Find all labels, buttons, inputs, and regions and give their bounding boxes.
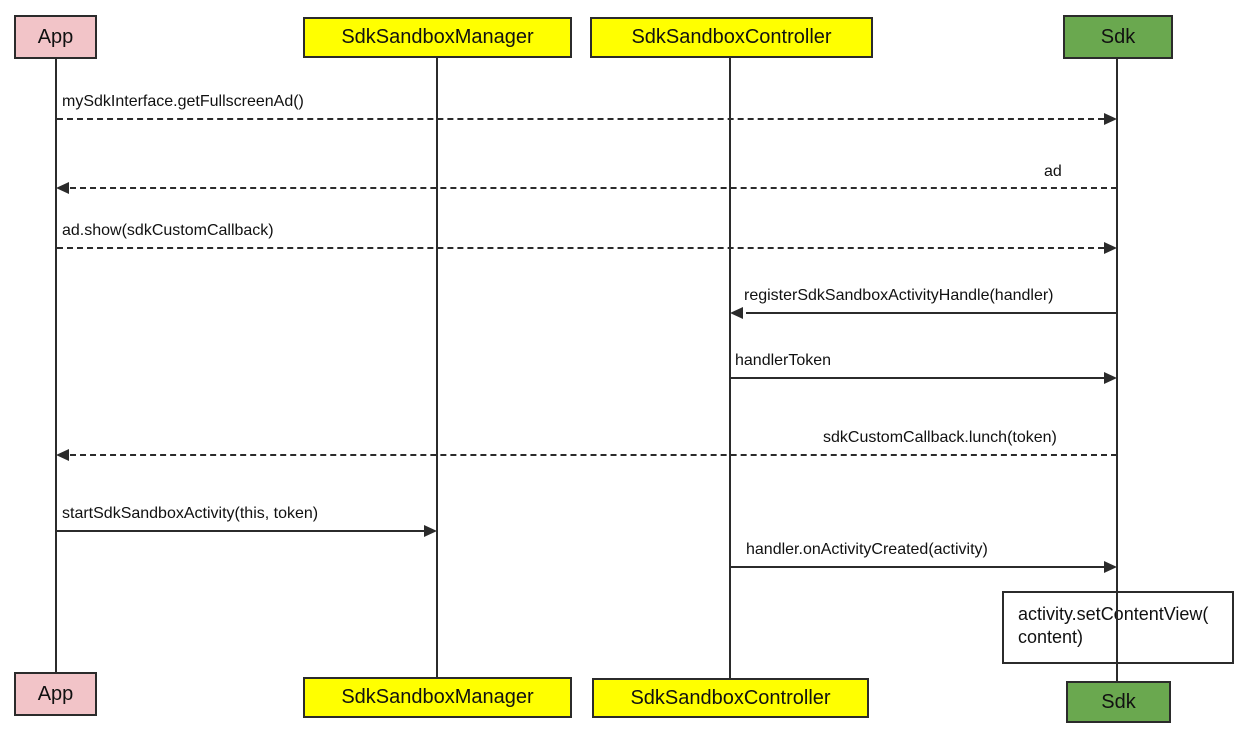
lifeline-sdksandboxmanager [436,58,438,677]
arrowhead-right-icon [1104,561,1117,573]
actor-box-sdk-top: Sdk [1063,15,1173,59]
actor-box-app-top: App [14,15,97,59]
message-line [57,118,1104,120]
note-line-2: content) [1018,627,1084,647]
actor-label: SdkSandboxManager [341,686,534,708]
lifeline-sdk [1116,59,1118,681]
arrowhead-right-icon [1104,372,1117,384]
actor-label: App [37,682,74,705]
message-line [730,566,1104,568]
lifeline-sdksandboxcontroller [729,58,731,678]
arrowhead-right-icon [424,525,437,537]
lifeline-app [55,59,57,672]
arrowhead-right-icon [1104,113,1117,125]
arrowhead-left-icon [730,307,743,319]
message-line [746,312,1117,314]
actor-box-sdksandboxcontroller-bottom: SdkSandboxController [592,678,869,718]
actor-box-sdksandboxcontroller-top: SdkSandboxController [590,17,873,58]
message-line [70,187,1117,189]
actor-label: Sdk [1100,25,1136,48]
actor-label: SdkSandboxController [631,26,832,48]
message-label: sdkCustomCallback.lunch(token) [823,429,1057,446]
actor-label: SdkSandboxController [630,686,831,709]
message-label: ad [1044,163,1062,180]
message-line [57,247,1104,249]
message-label: mySdkInterface.getFullscreenAd() [62,93,304,110]
actor-box-sdk-bottom: Sdk [1066,681,1171,723]
message-label: handler.onActivityCreated(activity) [746,541,988,558]
message-line [730,377,1104,379]
note-setcontentview: activity.setContentView( content) [1002,591,1234,664]
message-line [70,454,1117,456]
actor-label: App [37,25,74,48]
note-line-1: activity.setContentView( [1018,604,1209,624]
actor-box-sdksandboxmanager-top: SdkSandboxManager [303,17,572,58]
actor-box-app-bottom: App [14,672,97,716]
arrowhead-left-icon [56,182,69,194]
arrowhead-left-icon [56,449,69,461]
actor-label: Sdk [1101,690,1136,713]
message-line [57,530,424,532]
message-label: startSdkSandboxActivity(this, token) [62,505,319,522]
message-label: ad.show(sdkCustomCallback) [62,222,274,239]
actor-box-sdksandboxmanager-bottom: SdkSandboxManager [303,677,572,718]
message-label: registerSdkSandboxActivityHandle(handler… [744,287,1054,304]
actor-label: SdkSandboxManager [341,26,534,48]
message-label: handlerToken [735,352,832,369]
arrowhead-right-icon [1104,242,1117,254]
